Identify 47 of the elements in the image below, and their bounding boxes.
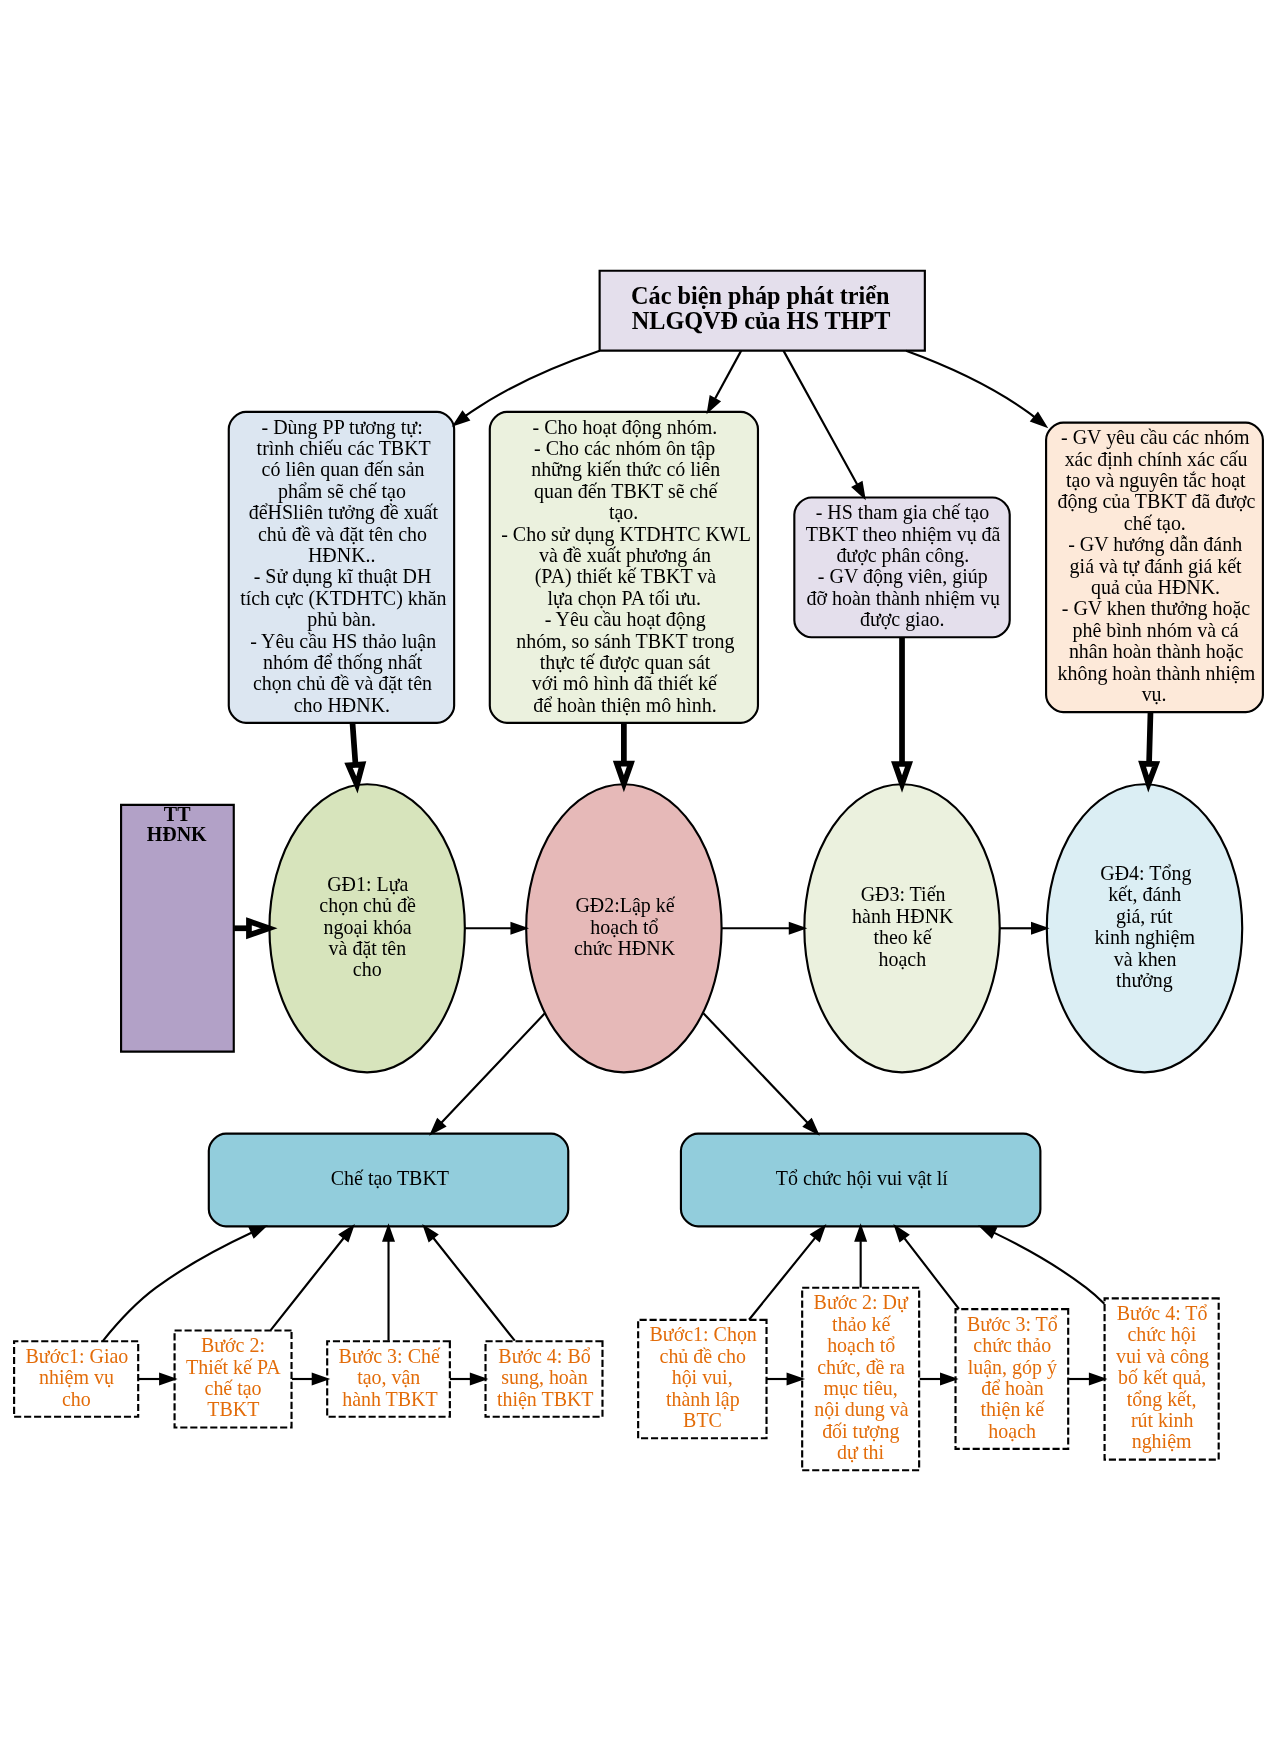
arrow [101, 1224, 268, 1342]
arrow [612, 722, 635, 792]
arrow [269, 1223, 355, 1331]
node-box: Bước 2: Thiết kế PA chế tạo TBKT [173, 1328, 293, 1429]
node-ellipse: GĐ2:Lập kế hoạch tổ chức HĐNK [525, 782, 723, 1073]
node-box: Bước 4: Tổ chức hội vui và công bố kết quả, tổng kết, rút kinh nghiệm [1103, 1296, 1220, 1461]
node-box: Bước 3: Tổ chức thảo luận, góp ý để hoàn thiện kế hoạch [954, 1307, 1070, 1450]
arrow [977, 1224, 1106, 1305]
node-box: - Dùng PP tương tự: trình chiếu các TBKT có liên quan đến sản phẩm sẽ chế tạo đểHSliên tưởng đề xuất chủ đề và đặt tên cho HĐNK.. - Sử dụng kĩ thuật DH tích cực (KTDHTC) khăn phủ bàn. - Yêu cầu HS thảo luận nhóm để thống nhất chọn chủ đề và đặt tên cho HĐNK. [227, 410, 456, 724]
arrow [344, 722, 367, 793]
arrow [382, 1222, 396, 1341]
node-box: Bước 3: Chế tạo, vận hành TBKT [326, 1339, 451, 1418]
node-ellipse: GĐ1: Lựa chọn chủ đề ngoại khóa và đặt tên cho [268, 782, 466, 1073]
arrow [905, 349, 1049, 428]
arrow [291, 1372, 331, 1385]
arrow [702, 1012, 820, 1136]
node-ellipse: GĐ3: Tiến hành HĐNK theo kế hoạch [803, 782, 1001, 1073]
node-ellipse: GĐ4: Tổng kết, đánh giá, rút kinh nghiệm và khen thưởng [1045, 782, 1244, 1073]
node-box: Chế tạo TBKT [207, 1132, 570, 1227]
arrow [422, 1223, 516, 1341]
arrow [1068, 1372, 1108, 1385]
arrow [1138, 711, 1161, 792]
node-box: Các biện pháp phát triển NLGQVĐ của HS THPT [598, 269, 926, 352]
arrow [429, 1012, 546, 1136]
node-box: - HS tham gia chế tạo TBKT theo nhiệm vụ đã được phân công. - GV động viên, giúp đỡ hoàn thành nhiệm vụ được giao. [793, 495, 1011, 638]
arrow [891, 636, 914, 793]
arrow [893, 1223, 960, 1310]
arrow [706, 349, 743, 414]
node-box: Bước 2: Dự thảo kế hoạch tổ chức, đề ra mục tiêu, nội dung và đối tượng dự thi [801, 1286, 921, 1471]
node-box: - Cho hoạt động nhóm. - Cho các nhóm ôn tập những kiến thức có liên quan đến TBKT sẽ chế tạo. - Cho sử dụng KTDHTC KWL và đề xuất phương án (PA) thiết kế TBKT và lựa chọn PA tối ưu. - Yêu cầu hoạt động nhóm, so sánh TBKT trong thực tế được quan sát với mô hình đã thiết kế để hoàn thiện mô hình. [488, 410, 760, 724]
arrow [766, 1372, 806, 1385]
arrow [138, 1372, 178, 1385]
arrow [854, 1222, 868, 1288]
arrow [721, 921, 808, 935]
node-box: - GV yêu cầu các nhóm xác định chính xác cấu tạo và nguyên tắc hoạt động của TBKT đã được chế tạo. - GV hướng dẫn đánh giá và tự đánh giá kết quả của HĐNK. - GV khen thưởng hoặc phê bình nhóm và cá nhân hoàn thành hoặc không hoàn thành nhiệm vụ. [1045, 421, 1264, 713]
node-box: Tổ chức hội vui vật lí [679, 1132, 1042, 1227]
node-box: Bước1: Chọn chủ đề cho hội vui, thành lập BTC [637, 1318, 768, 1439]
node-box: Bước1: Giao nhiệm vụ cho [13, 1339, 140, 1418]
node-box: TT HĐNK [120, 803, 235, 1053]
arrow [451, 349, 601, 427]
arrow [1000, 921, 1050, 935]
arrow [449, 1372, 489, 1385]
arrow [748, 1223, 827, 1320]
arrow [782, 349, 866, 500]
arrow [919, 1372, 959, 1385]
node-box: Bước 4: Bổ sung, hoàn thiện TBKT [484, 1339, 604, 1418]
arrow [464, 921, 529, 935]
